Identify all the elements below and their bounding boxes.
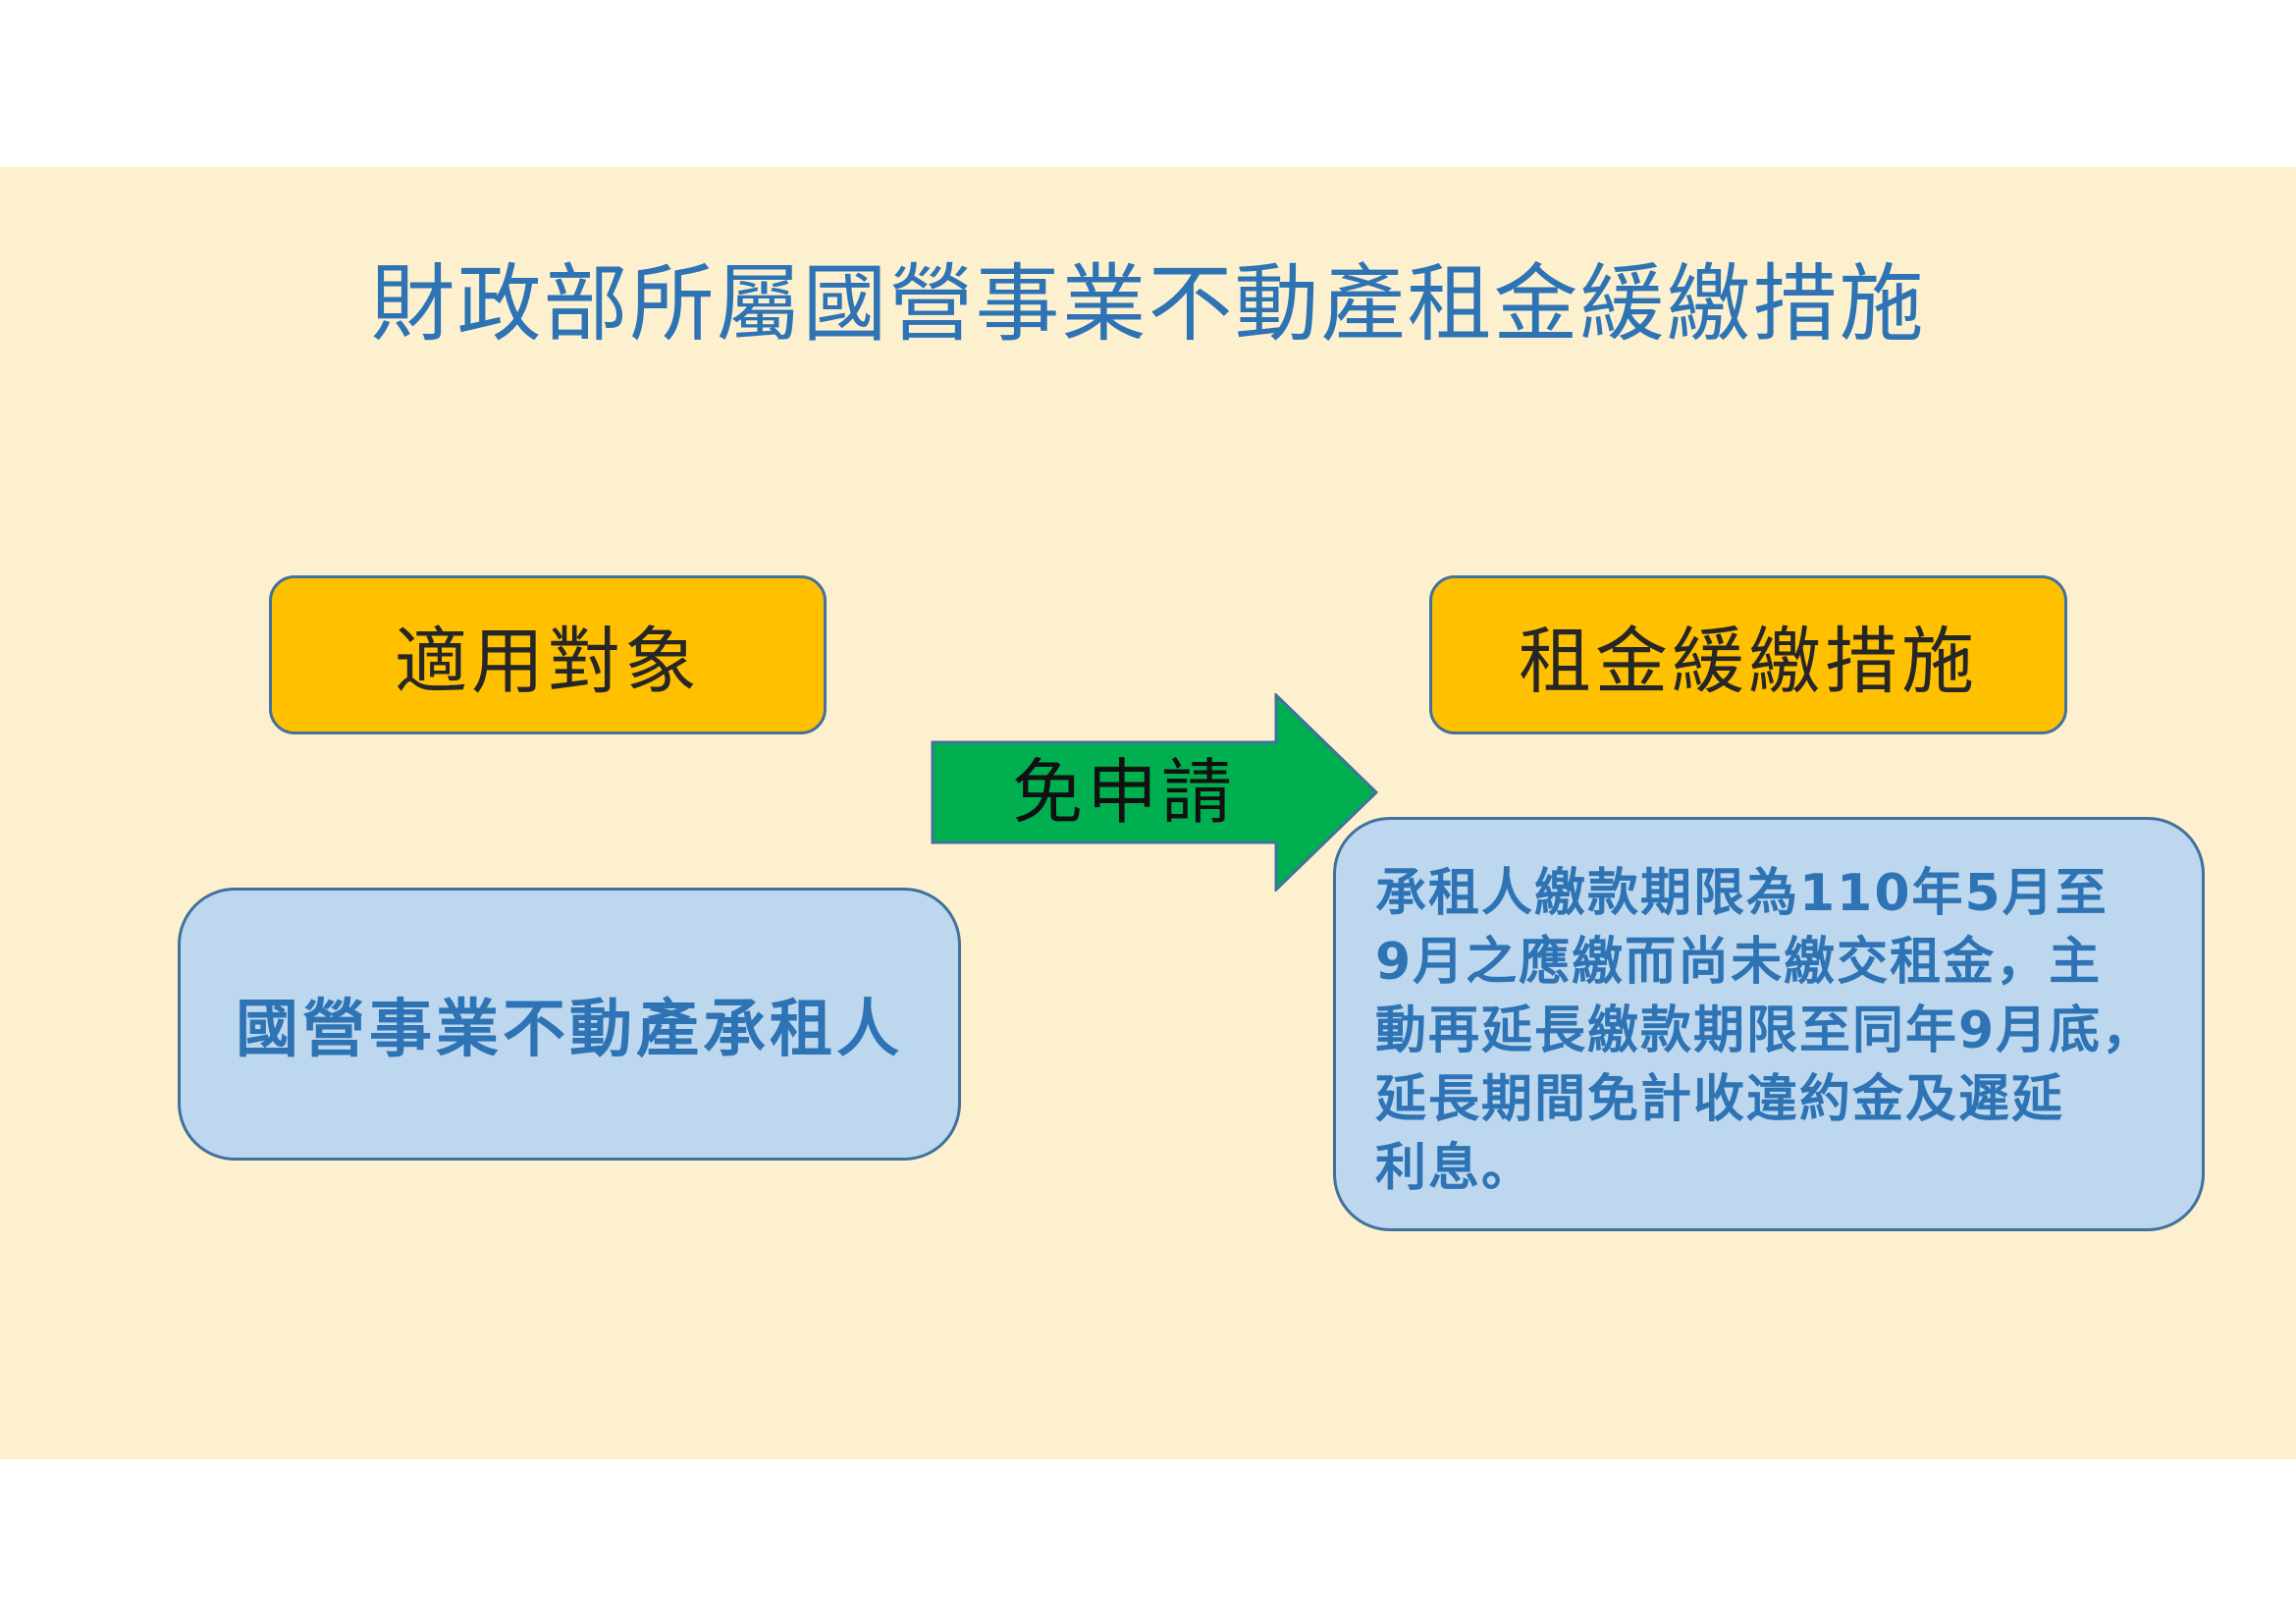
applicable-target-heading: 適用對象 xyxy=(269,575,827,734)
slide-title: 財政部所屬國營事業不動產租金緩繳措施 xyxy=(370,255,1926,353)
detail-line: 利息。 xyxy=(1375,1139,1535,1198)
arrow-label: 免申請 xyxy=(1011,751,1236,834)
detail-line: 承租人繳款期限為110年5月至 xyxy=(1375,864,2109,923)
detail-line: 動再延長繳款期限至同年9月底， xyxy=(1375,1001,2156,1060)
measure-detail-text: 承租人繳款期限為110年5月至 9月之應繳而尚未繳交租金，主 動再延長繳款期限至… xyxy=(1375,859,2229,1203)
detail-line: 延長期間免計收違約金及遲延 xyxy=(1375,1070,2065,1129)
arrow-shape xyxy=(931,693,1378,892)
tenant-box: 國營事業不動產承租人 xyxy=(178,888,961,1161)
rent-deferral-heading: 租金緩繳措施 xyxy=(1429,575,2067,734)
right-arrow-icon xyxy=(931,693,1378,892)
detail-line: 9月之應繳而尚未繳交租金，主 xyxy=(1375,933,2103,992)
measure-detail-box: 承租人繳款期限為110年5月至 9月之應繳而尚未繳交租金，主 動再延長繳款期限至… xyxy=(1333,817,2205,1231)
